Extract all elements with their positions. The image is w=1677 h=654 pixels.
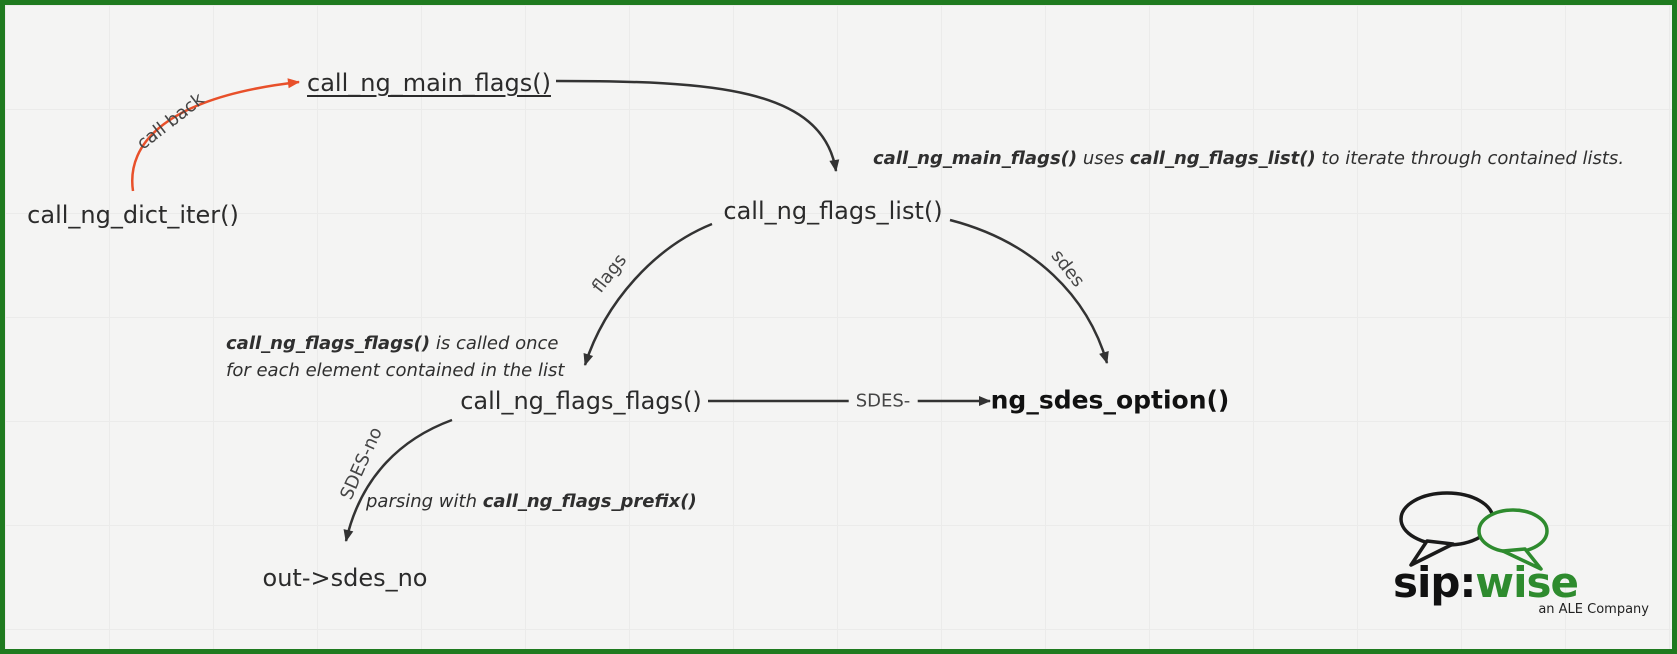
note-flags-flags-bold1: call_ng_flags_flags(): [226, 333, 431, 354]
node-call-ng-dict-iter: call_ng_dict_iter(): [27, 201, 239, 229]
edge-main-to-list: [555, 79, 840, 172]
note-main-flags-text1: uses: [1077, 148, 1130, 169]
logo-balloon-green-tail: [1501, 547, 1543, 571]
note-main-flags-bold2: call_ng_flags_list(): [1129, 148, 1316, 169]
note-main-flags: call_ng_main_flags() uses call_ng_flags_…: [873, 145, 1624, 172]
note-main-flags-bold1: call_ng_main_flags(): [873, 148, 1078, 169]
logo-balloon-green: [1477, 508, 1549, 554]
edge-label-flags: flags: [588, 250, 632, 297]
logo-tagline: an ALE Company: [1538, 602, 1649, 617]
note-main-flags-text2: to iterate through contained lists.: [1315, 148, 1625, 169]
note-prefix: parsing with call_ng_flags_prefix(): [366, 488, 697, 515]
logo-wordmark: sip:wise: [1393, 558, 1578, 607]
logo-sip: sip:: [1393, 558, 1475, 607]
logo-balloon-black-tail: [1409, 539, 1455, 567]
note-prefix-text1: parsing with: [366, 491, 483, 512]
node-call-ng-main-flags: call_ng_main_flags(): [307, 69, 551, 97]
node-call-ng-flags-list: call_ng_flags_list(): [723, 197, 943, 225]
edge-list-to-sdesoption: [949, 218, 1109, 364]
logo-wise: wise: [1475, 558, 1578, 607]
note-flags-flags: call_ng_flags_flags() is called once for…: [226, 330, 564, 384]
edge-label-sdes-dash: SDES-: [848, 390, 918, 412]
node-out-sdes-no: out->sdes_no: [262, 564, 428, 592]
note-flags-flags-text1: is called once: [430, 333, 559, 354]
edge-label-call-back: call back: [132, 88, 209, 155]
note-flags-flags-text2: for each element contained in the list: [226, 360, 565, 381]
note-prefix-bold1: call_ng_flags_prefix(): [482, 491, 697, 512]
sipwise-logo: sip:wise an ALE Company: [1393, 491, 1649, 617]
edge-label-sdes: sdes: [1046, 245, 1089, 292]
node-ng-sdes-option: ng_sdes_option(): [990, 385, 1230, 415]
node-call-ng-flags-flags: call_ng_flags_flags(): [460, 387, 702, 415]
